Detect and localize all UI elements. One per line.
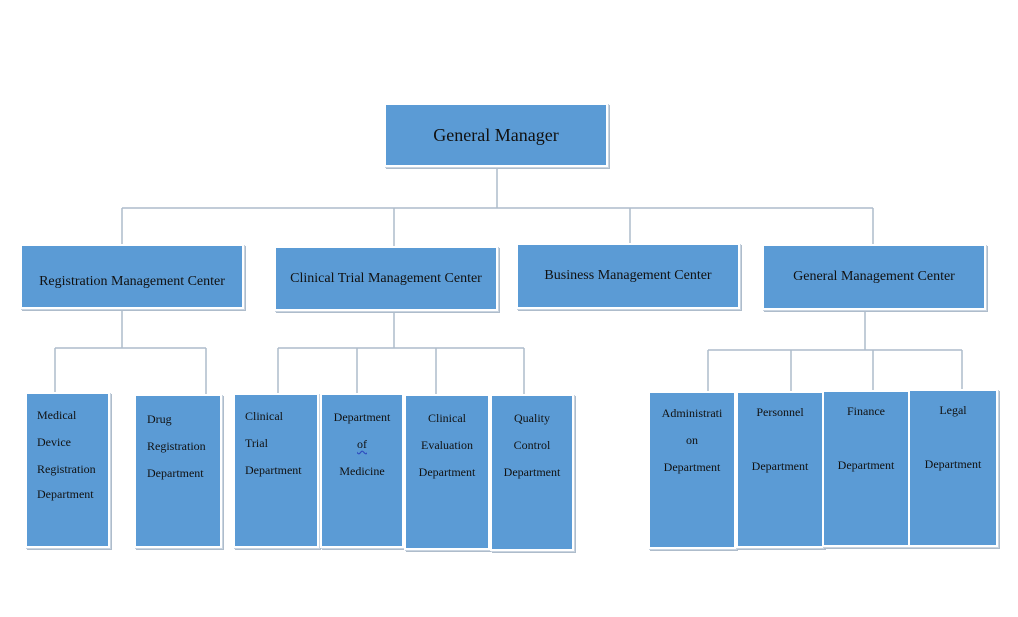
dept-line: Department bbox=[663, 460, 721, 474]
business-center-label: Business Management Center bbox=[544, 268, 712, 283]
dept-line: Drug bbox=[147, 412, 172, 426]
dept-line: Administrati bbox=[661, 406, 723, 420]
dept-line: Finance bbox=[847, 404, 885, 418]
dept-line bbox=[824, 425, 908, 452]
dept-line: Department bbox=[37, 487, 94, 501]
dept-line: Registration bbox=[37, 462, 96, 476]
dept-line: Control bbox=[513, 438, 551, 452]
dept-line: Department bbox=[503, 465, 561, 479]
dept-line: Department bbox=[418, 465, 476, 479]
general-manager-label: General Manager bbox=[433, 124, 559, 145]
dept-line bbox=[910, 424, 996, 451]
registration-center-box: Registration Management Center bbox=[20, 244, 244, 309]
dept-line: Department bbox=[147, 466, 204, 480]
dept-line: Evaluation bbox=[421, 438, 473, 452]
dept-line: Legal bbox=[939, 403, 967, 417]
medical-device-registration-dept-box: Medical Device Registration Department bbox=[25, 392, 110, 548]
dept-line: Department bbox=[333, 410, 391, 424]
general-center-label: General Management Center bbox=[793, 269, 955, 284]
clinical-center-box: Clinical Trial Management Center bbox=[274, 246, 498, 311]
department-of-medicine-box: Department of Medicine bbox=[320, 393, 404, 548]
legal-dept-box: Legal Department bbox=[908, 389, 998, 547]
dept-line: Trial bbox=[245, 436, 268, 450]
dept-line: Medical bbox=[37, 408, 77, 422]
dept-line: Department bbox=[751, 459, 809, 473]
dept-line: of bbox=[357, 437, 367, 451]
dept-line: Clinical bbox=[428, 411, 466, 425]
finance-dept-box: Finance Department bbox=[822, 390, 910, 547]
clinical-trial-dept-box: Clinical Trial Department bbox=[233, 393, 319, 548]
drug-registration-dept-box: Drug Registration Department bbox=[134, 394, 222, 548]
general-center-box: General Management Center bbox=[762, 244, 986, 310]
dept-line: Medicine bbox=[339, 464, 385, 478]
registration-center-label: Registration Management Center bbox=[39, 273, 225, 289]
clinical-center-label: Clinical Trial Management Center bbox=[290, 270, 482, 286]
dept-line: Registration bbox=[147, 439, 206, 453]
general-manager-box: General Manager bbox=[384, 103, 608, 167]
clinical-evaluation-dept-box: Clinical Evaluation Department bbox=[404, 394, 490, 550]
administration-dept-box: Administrati on Department bbox=[648, 391, 736, 549]
personnel-dept-box: Personnel Department bbox=[736, 391, 824, 548]
dept-line: Department bbox=[924, 457, 982, 471]
dept-line: Device bbox=[37, 435, 71, 449]
dept-line: Department bbox=[245, 463, 302, 477]
quality-control-dept-box: Quality Control Department bbox=[490, 394, 574, 551]
dept-line bbox=[738, 426, 822, 453]
dept-line: Quality bbox=[514, 411, 550, 425]
business-center-box: Business Management Center bbox=[516, 243, 740, 309]
dept-line: Department bbox=[837, 458, 895, 472]
dept-line: on bbox=[686, 433, 698, 447]
dept-line: Clinical bbox=[245, 409, 283, 423]
dept-line: Personnel bbox=[756, 405, 804, 419]
